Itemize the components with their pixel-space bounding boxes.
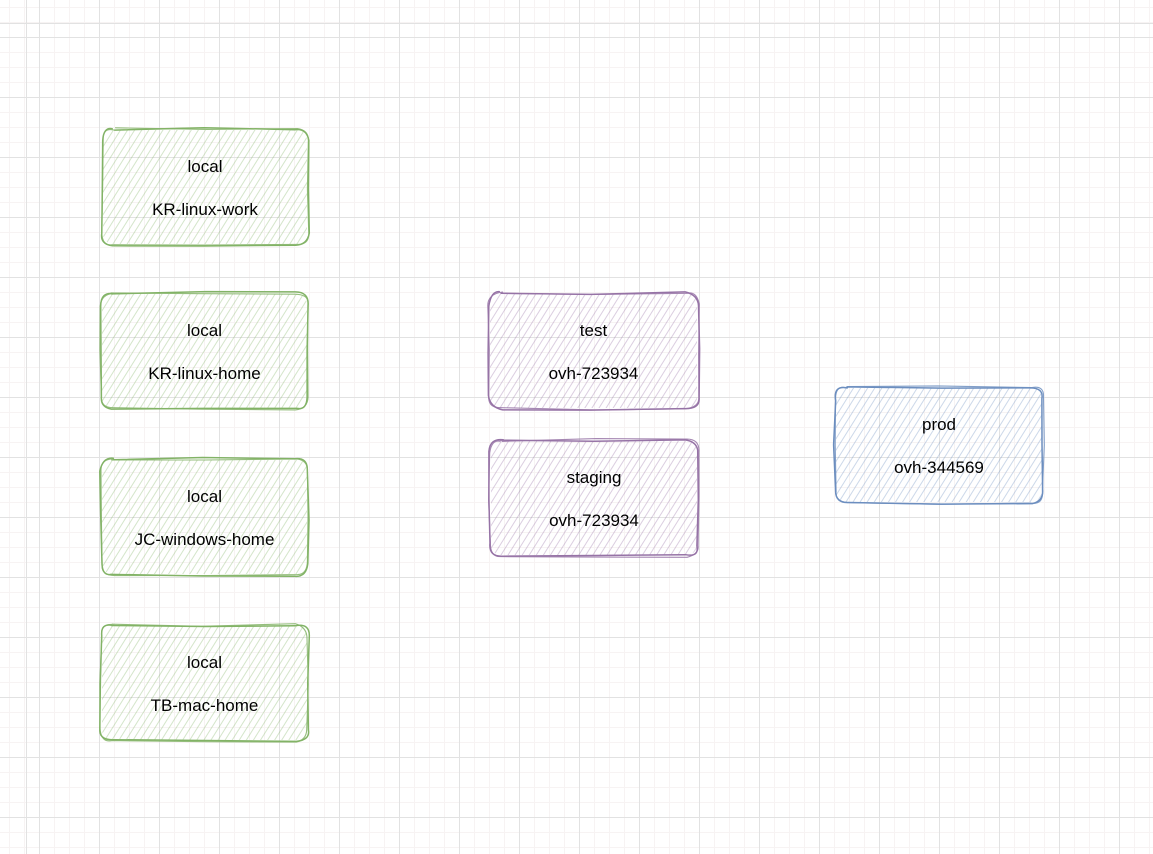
- node-local-kr-linux-home[interactable]: local KR-linux-home: [99, 290, 310, 411]
- node-staging-ovh-723934[interactable]: staging ovh-723934: [488, 438, 700, 558]
- node-env-label: local: [187, 321, 222, 340]
- node-sketch-shape: [99, 456, 310, 578]
- node-sketch-border: [834, 385, 1045, 505]
- node-hachure-fill: [102, 626, 307, 740]
- node-sketch-shape: [99, 290, 309, 411]
- node-host-label: TB-mac-home: [150, 696, 259, 715]
- node-sketch-shape: [832, 385, 1045, 505]
- node-hachure-fill: [836, 388, 1042, 502]
- node-sketch-border: [488, 438, 700, 558]
- node-host-label: KR-linux-work: [152, 200, 258, 219]
- node-hachure-fill: [103, 130, 307, 244]
- node-env-label: local: [187, 653, 222, 672]
- node-env-label: local: [187, 487, 222, 506]
- node-sketch-shape: [100, 126, 311, 247]
- node-env-label: prod: [921, 415, 957, 434]
- node-sketch-border: [99, 623, 309, 743]
- node-hachure-fill: [491, 441, 697, 555]
- node-host-label: KR-linux-home: [148, 364, 261, 383]
- node-sketch-border: [488, 438, 700, 557]
- node-sketch-border: [99, 292, 309, 411]
- node-host-label: ovh-723934: [549, 511, 639, 530]
- node-host-label: ovh-344569: [894, 458, 984, 477]
- node-sketch-shape: [487, 290, 701, 411]
- node-hachure-fill: [102, 294, 307, 408]
- node-sketch-border: [101, 127, 310, 246]
- node-local-kr-linux-work[interactable]: local KR-linux-work: [100, 126, 311, 247]
- node-hachure-fill: [102, 460, 307, 574]
- node-env-label: local: [187, 157, 223, 176]
- node-local-tb-mac-home[interactable]: local TB-mac-home: [99, 623, 311, 743]
- node-sketch-border: [100, 458, 309, 577]
- node-local-jc-windows-home[interactable]: local JC-windows-home: [99, 456, 310, 578]
- node-sketch-border: [487, 291, 700, 411]
- node-host-label: ovh-723934: [548, 364, 639, 383]
- node-hachure-fill: [490, 294, 697, 408]
- node-env-label: staging: [566, 468, 622, 487]
- node-prod-ovh-344569[interactable]: prod ovh-344569: [832, 385, 1045, 505]
- node-test-ovh-723934[interactable]: test ovh-723934: [487, 290, 701, 411]
- node-sketch-shape: [488, 438, 700, 558]
- node-host-label: JC-windows-home: [134, 530, 275, 549]
- node-env-label: test: [579, 321, 608, 340]
- node-sketch-shape: [99, 623, 311, 743]
